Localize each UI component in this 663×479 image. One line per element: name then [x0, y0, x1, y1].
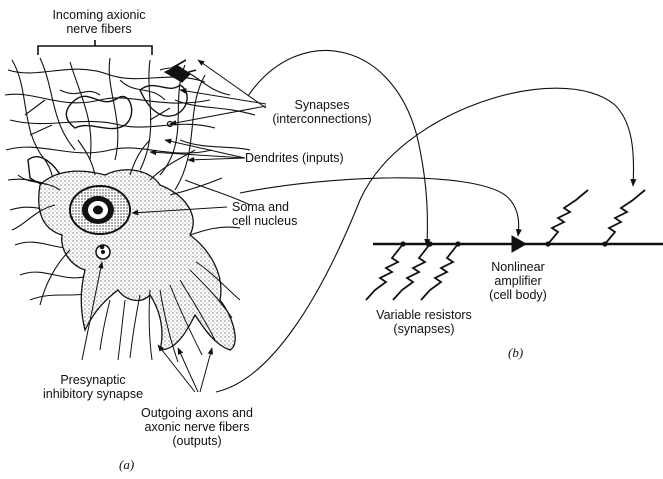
label-soma: Soma and cell nucleus	[232, 200, 297, 228]
label-outgoing: Outgoing axons and axonic nerve fibers (…	[122, 406, 272, 448]
resistor-1	[366, 244, 403, 300]
figure-label-b: (b)	[508, 346, 523, 360]
resistor-3	[421, 244, 458, 300]
output-resistor-2	[605, 190, 645, 244]
label-variable-resistors: Variable resistors (synapses)	[364, 308, 484, 336]
figure-label-a: (a)	[119, 458, 134, 472]
cell-nucleus	[70, 186, 130, 234]
label-incoming-fibers: Incoming axionic nerve fibers	[24, 8, 174, 36]
label-nonlinear-amplifier: Nonlinear amplifier (cell body)	[478, 260, 558, 302]
resistor-2	[393, 244, 430, 300]
label-presynaptic: Presynaptic inhibitory synapse	[38, 373, 148, 401]
label-dendrites: Dendrites (inputs)	[245, 151, 344, 165]
output-resistor-1	[548, 190, 588, 244]
amplifier-triangle	[512, 236, 526, 252]
label-synapses: Synapses (interconnections)	[262, 98, 382, 126]
arrow-outputs-to-branches	[216, 88, 634, 392]
incoming-bracket	[38, 40, 152, 55]
